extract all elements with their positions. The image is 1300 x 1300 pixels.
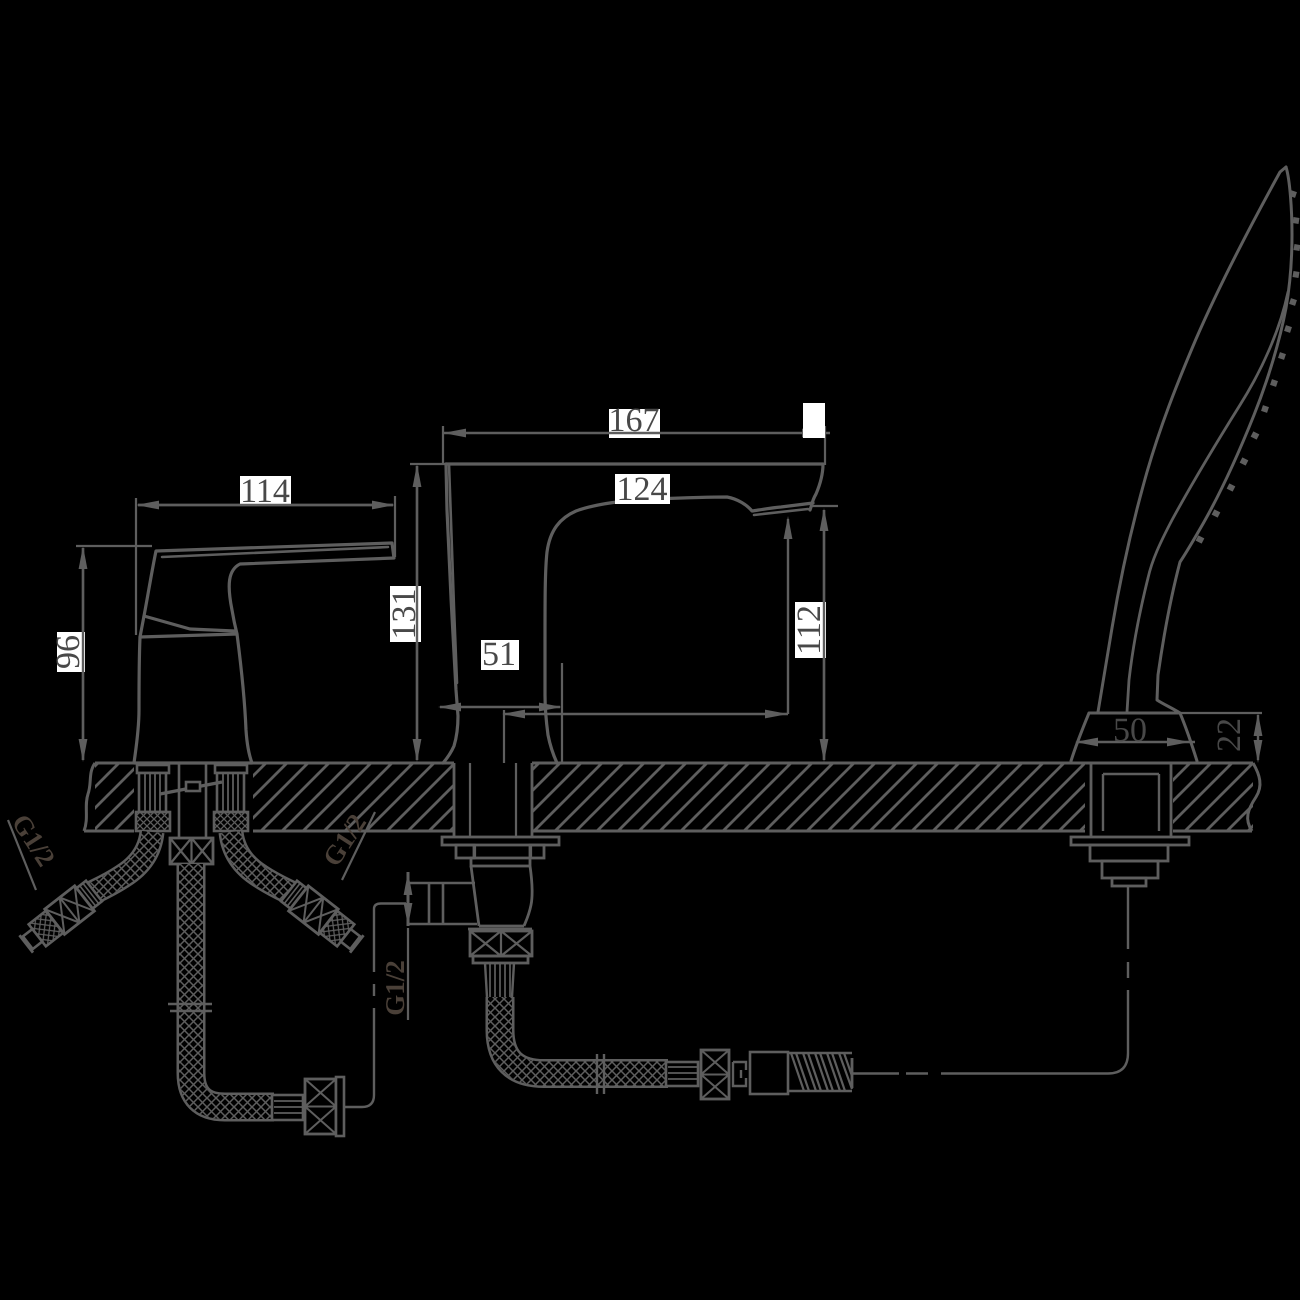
label-112: 112 bbox=[791, 605, 828, 655]
popup-rod-housing bbox=[177, 764, 208, 838]
tub-spout-lip-line bbox=[752, 507, 810, 517]
basin-mixer-collar-seam bbox=[138, 632, 239, 639]
shower-shank-outer bbox=[1089, 763, 1173, 837]
hand-shower-under-deck bbox=[941, 763, 1191, 1075]
dim-basin-height bbox=[57, 544, 152, 762]
hand-shower-escutcheon bbox=[1069, 711, 1199, 763]
basin-mixer-under-deck bbox=[134, 763, 250, 866]
spout-hose-coil bbox=[788, 1051, 854, 1093]
left-thread-leader-line bbox=[6, 819, 38, 891]
hand-shower-side-view bbox=[1069, 165, 1300, 763]
hand-shower-nozzle-dots bbox=[1195, 190, 1300, 544]
tub-spout-under-deck bbox=[406, 763, 561, 998]
dim-shower-base-width bbox=[1075, 737, 1195, 747]
dim-spout-width bbox=[441, 409, 830, 465]
spout-check-valve bbox=[468, 929, 534, 958]
dim-spout-reach bbox=[502, 474, 793, 763]
dim-basin-width bbox=[134, 476, 397, 635]
dim-deck-flange-height bbox=[1180, 711, 1263, 763]
left-supply-hose bbox=[18, 830, 165, 954]
deck-left-break-line bbox=[82, 762, 97, 832]
dim-spout-fitting-thread bbox=[403, 872, 413, 1020]
spout-collar bbox=[469, 856, 532, 868]
white-block bbox=[803, 403, 825, 438]
label-131: 131 bbox=[386, 589, 423, 640]
basin-mixer-spout-top-inner-line bbox=[160, 545, 390, 559]
spout-valve-body bbox=[468, 865, 534, 931]
shower-shank-inner bbox=[1101, 772, 1161, 831]
hand-shower-faceplate-line bbox=[1125, 290, 1290, 714]
hose-to-spout-connection-line bbox=[344, 902, 406, 1109]
right-hose-connector bbox=[279, 878, 365, 954]
right-mounting-stud bbox=[212, 763, 250, 833]
spout-hose-clamp-marks bbox=[595, 1054, 606, 1094]
counter-deck-cross-section bbox=[82, 761, 1262, 833]
center-check-valve bbox=[168, 836, 215, 866]
center-supply-hose bbox=[168, 864, 346, 1138]
deck-right-break-line bbox=[1246, 762, 1262, 832]
hand-shower-face-outline bbox=[1155, 165, 1294, 715]
deck-hatching bbox=[95, 764, 1253, 831]
tub-spout-channel-curve bbox=[543, 495, 815, 765]
dim-spout-outlet-height bbox=[795, 504, 838, 762]
label-22: 22 bbox=[1211, 718, 1248, 752]
hose-clamp-marks bbox=[168, 1002, 212, 1013]
label-124: 124 bbox=[617, 471, 668, 508]
tub-spout-left-inner-edge bbox=[447, 462, 459, 685]
dim-spout-height bbox=[390, 462, 446, 762]
label-96: 96 bbox=[50, 635, 87, 669]
spout-shank-inner bbox=[468, 763, 518, 837]
linkage-rod-clamp bbox=[184, 780, 202, 793]
label-g12-center: G1/2 bbox=[380, 960, 410, 1016]
spout-shank-outer bbox=[452, 763, 534, 837]
tub-spout-hose bbox=[485, 997, 928, 1101]
hand-shower-back-outline bbox=[1096, 165, 1288, 714]
spout-washer bbox=[440, 835, 561, 847]
label-114: 114 bbox=[240, 473, 290, 510]
tub-spout-left-edge bbox=[441, 462, 460, 765]
shower-hose-dash-line bbox=[941, 886, 1130, 1075]
dimension-annotations bbox=[6, 403, 1263, 1020]
label-50: 50 bbox=[1113, 712, 1147, 749]
label-51: 51 bbox=[482, 636, 516, 673]
label-167: 167 bbox=[609, 402, 660, 439]
right-supply-hose bbox=[218, 830, 365, 954]
basin-mixer-side-view bbox=[132, 541, 396, 765]
center-hose-end-connector bbox=[270, 1075, 346, 1138]
right-thread-leader-line bbox=[341, 811, 376, 881]
left-hose-connector bbox=[18, 878, 104, 954]
left-mounting-stud bbox=[134, 763, 172, 833]
spout-threaded-tail bbox=[483, 962, 516, 998]
tub-spout-side-view bbox=[441, 462, 825, 765]
dimension-texts: 114 96 167 131 124 112 51 50 22 bbox=[50, 402, 1248, 752]
spout-hose-end-connector bbox=[664, 1048, 854, 1101]
dim-spout-base-width bbox=[438, 640, 564, 763]
basin-mixer-handle-underside bbox=[142, 614, 236, 633]
deck-hole-tub-spout bbox=[454, 762, 532, 833]
